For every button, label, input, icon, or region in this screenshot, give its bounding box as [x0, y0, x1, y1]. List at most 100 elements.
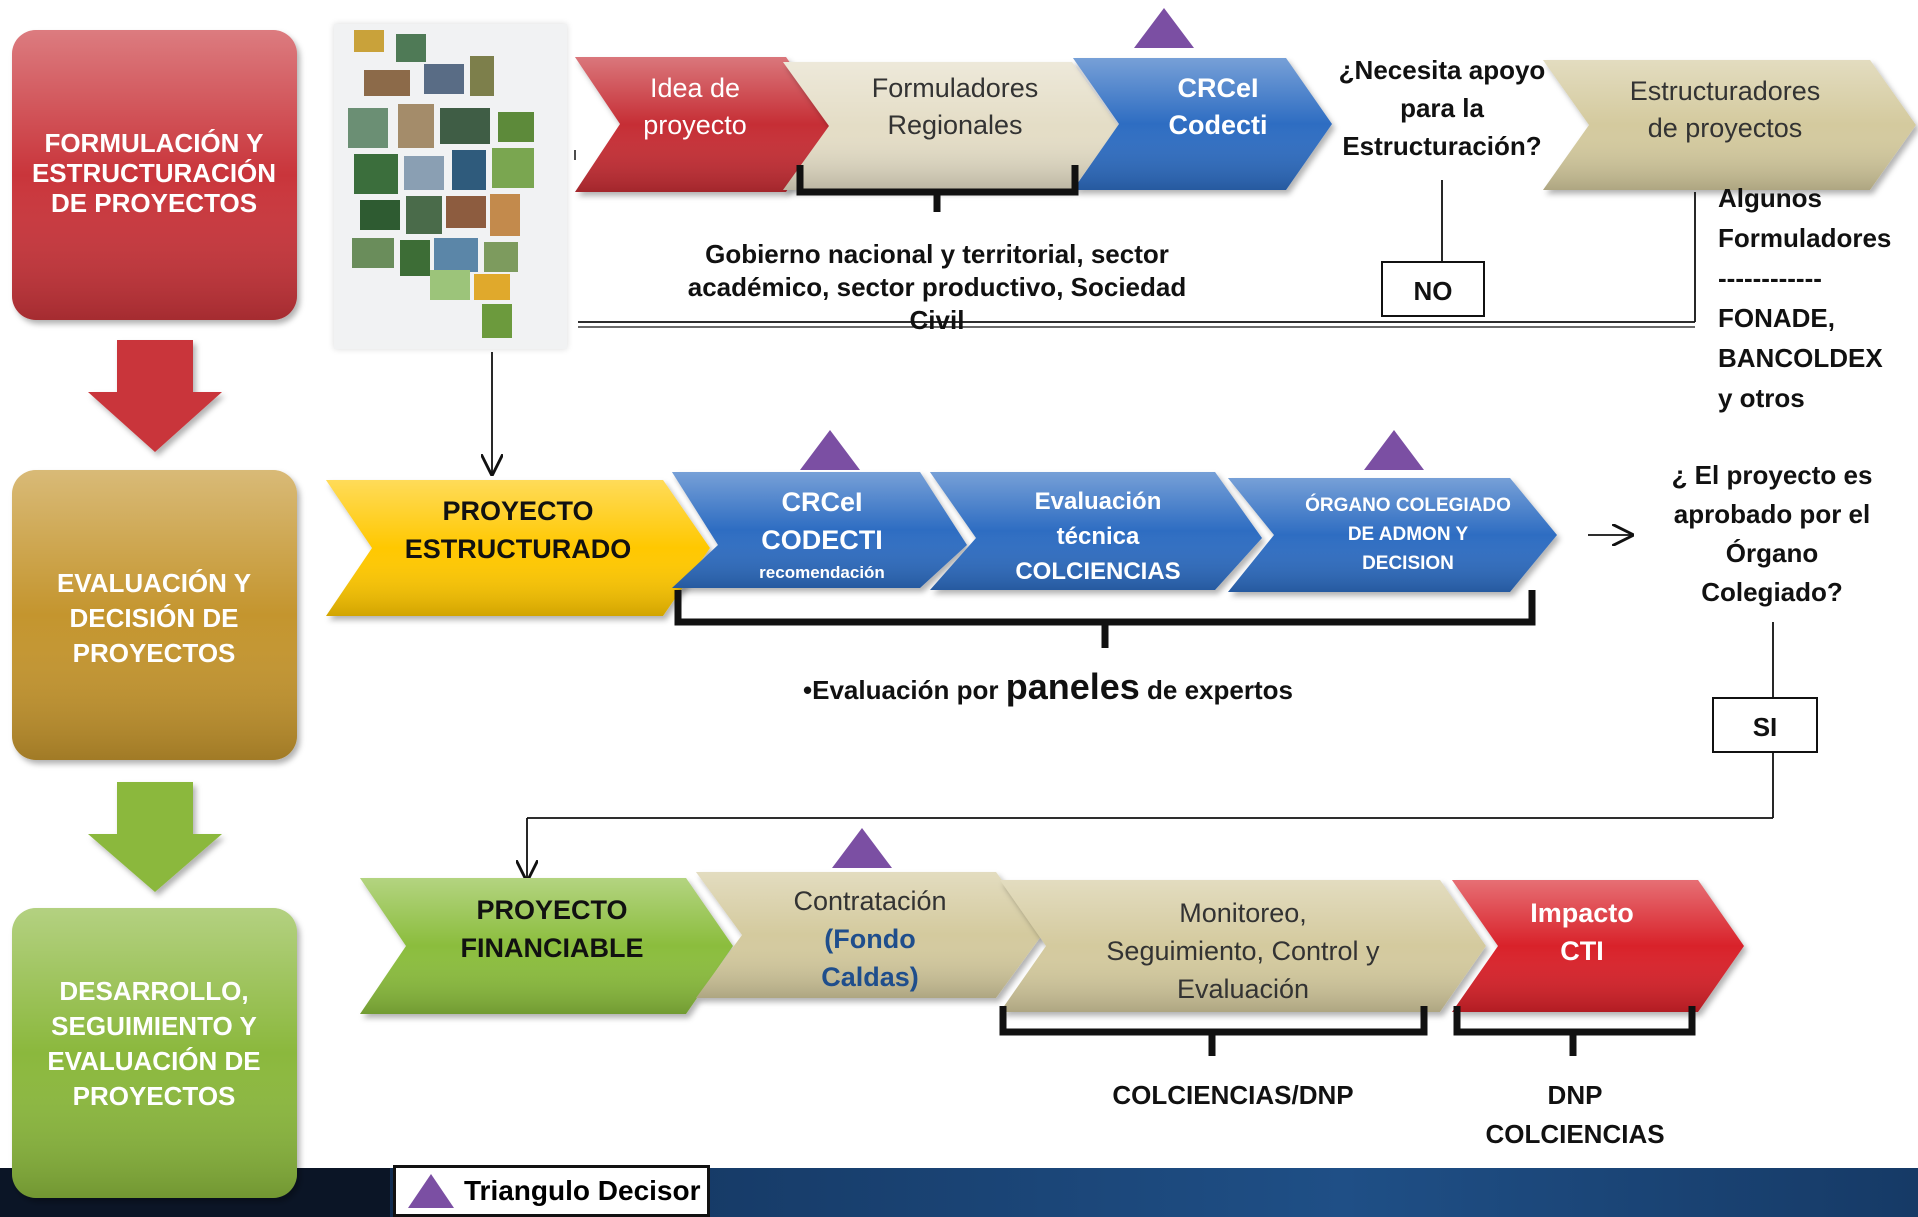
- side-note-line: Formuladores: [1718, 223, 1891, 253]
- side-note-line: FONADE,: [1718, 303, 1835, 333]
- step-label-line: PROYECTO: [476, 895, 627, 925]
- si-box: [1712, 697, 1818, 753]
- decision-triangle-icon: [832, 828, 892, 868]
- question-line: Órgano: [1726, 538, 1818, 568]
- photo: [430, 270, 470, 300]
- note-dnp-colciencias: DNP COLCIENCIAS: [1485, 1080, 1664, 1149]
- step-label-line: ESTRUCTURADO: [405, 534, 632, 564]
- stage-label-line: DESARROLLO,: [59, 976, 248, 1006]
- stage-label-line: EVALUACIÓN DE: [47, 1046, 260, 1076]
- step-gloss: [575, 57, 832, 192]
- stage-box-gloss: [12, 470, 297, 760]
- photo: [484, 242, 518, 272]
- step-label-line: Seguimiento, Control y: [1106, 936, 1380, 966]
- step-gloss: [360, 878, 733, 1014]
- side-note-line: BANCOLDEX: [1718, 343, 1883, 373]
- brace-evaluacion: [674, 590, 1536, 648]
- stage-label-line: ESTRUCTURACIÓN: [32, 158, 276, 188]
- step-label-line: Contratación: [793, 886, 946, 916]
- step-gloss: [930, 472, 1262, 590]
- stage-label-line: DE PROYECTOS: [51, 188, 257, 218]
- note-suffix: de expertos: [1140, 675, 1293, 705]
- step-gloss: [1452, 880, 1744, 1012]
- photo: [352, 238, 394, 268]
- step-sublabel: recomendación: [759, 563, 885, 582]
- stage-label-line: DECISIÓN DE: [69, 603, 238, 633]
- step-label-line: Estructuradores: [1630, 76, 1821, 106]
- step-label-line: CRCeI: [1177, 73, 1258, 103]
- step-label: Estructuradores de proyectos: [1630, 76, 1821, 143]
- step-label-line: ÓRGANO COLEGIADO: [1305, 494, 1511, 516]
- step-highlight-line: (Fondo: [824, 924, 915, 954]
- photo: [446, 196, 486, 228]
- si-label: SI: [1753, 712, 1778, 742]
- step-label-line: Regionales: [887, 110, 1022, 140]
- step-label-line: CRCeI: [781, 487, 862, 517]
- photo: [348, 108, 388, 148]
- question-line: aprobado por el: [1674, 499, 1870, 529]
- photo: [424, 64, 464, 94]
- note-line: Gobierno nacional y territorial, sector: [705, 239, 1169, 269]
- photo: [452, 150, 486, 190]
- photo: [470, 56, 494, 96]
- step-label-line: técnica: [1057, 523, 1140, 550]
- photo: [474, 274, 510, 300]
- note-line: académico, sector productivo, Sociedad: [688, 272, 1186, 302]
- step-label-line: Idea de: [650, 73, 740, 103]
- photo: [490, 194, 520, 236]
- step-label-line: Evaluación: [1035, 488, 1162, 515]
- step-gloss: [1543, 60, 1916, 190]
- stage-label: EVALUACIÓN Y DECISIÓN DE PROYECTOS: [57, 568, 251, 668]
- note-prefix: •Evaluación por: [803, 675, 1006, 705]
- question-line: ¿ El proyecto es: [1672, 460, 1873, 490]
- step-label-line: PROYECTO: [442, 496, 593, 526]
- step-label: PROYECTO FINANCIABLE: [461, 895, 644, 963]
- step-label-line: de proyectos: [1648, 113, 1803, 143]
- note-colciencias-dnp: COLCIENCIAS/DNP: [1112, 1080, 1353, 1110]
- note-line: Civil: [910, 305, 965, 335]
- side-note-line: y otros: [1718, 383, 1805, 413]
- step-gloss: [672, 472, 967, 588]
- step-label-line: FINANCIABLE: [461, 933, 644, 963]
- step-label-line: DE ADMON Y: [1348, 524, 1469, 545]
- photo: [364, 70, 410, 96]
- stage-label-line: FORMULACIÓN Y: [44, 128, 263, 158]
- photo: [498, 112, 534, 142]
- step-label-line: CTI: [1560, 936, 1604, 966]
- step-label: PROYECTO ESTRUCTURADO: [405, 496, 632, 564]
- stage-label-line: PROYECTOS: [73, 638, 236, 668]
- question-line: ¿Necesita apoyo: [1339, 55, 1546, 85]
- photo: [354, 154, 398, 194]
- photo: [396, 34, 426, 62]
- stage-box-gloss: [12, 30, 297, 320]
- decision-triangle-icon: [1134, 8, 1194, 48]
- side-note-line: Algunos: [1718, 183, 1822, 213]
- note-line: DNP: [1548, 1080, 1603, 1110]
- photo: [400, 240, 430, 276]
- stage-box-evaluacion: EVALUACIÓN Y DECISIÓN DE PROYECTOS: [12, 470, 297, 760]
- photo: [434, 238, 478, 272]
- step-gloss: [1000, 880, 1486, 1012]
- photo: [404, 156, 444, 190]
- photo: [492, 148, 534, 188]
- photo: [360, 200, 400, 230]
- no-box: [1381, 261, 1485, 317]
- question-line: para la: [1400, 93, 1484, 123]
- step-gloss: [783, 62, 1118, 190]
- stage-label-line: EVALUACIÓN Y: [57, 568, 251, 598]
- step-label-line: Monitoreo,: [1179, 898, 1307, 928]
- note-line: COLCIENCIAS: [1485, 1119, 1664, 1149]
- step-label: Contratación: [793, 886, 946, 916]
